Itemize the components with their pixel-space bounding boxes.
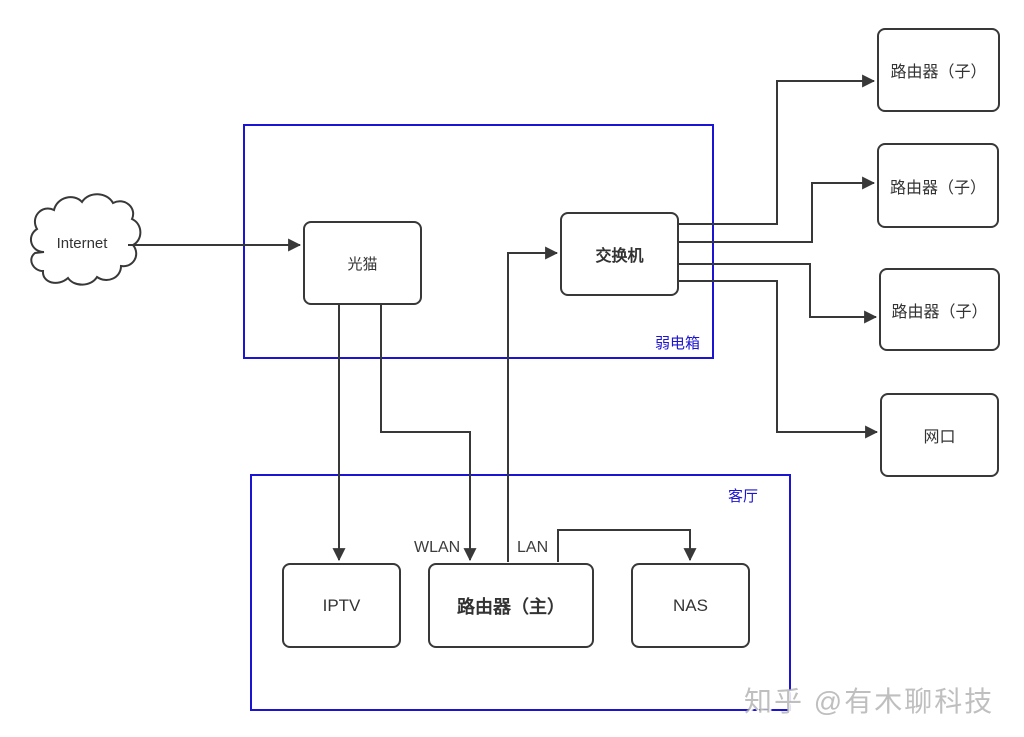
- wire-switch-to-router-sub-3: [675, 263, 878, 324]
- node-switch: 交换机: [560, 212, 679, 296]
- internet-cloud-icon: [29, 193, 142, 286]
- node-iptv: IPTV: [282, 563, 401, 648]
- wire-group: [128, 74, 879, 562]
- node-wall-port: 网口: [880, 393, 999, 477]
- node-router-sub-1: 路由器（子）: [877, 28, 1000, 112]
- wire-switch-to-router-sub-2: [675, 176, 876, 243]
- node-nas: NAS: [631, 563, 750, 648]
- node-modem: 光猫: [303, 221, 422, 305]
- wire-router-main-to-nas: [557, 529, 697, 562]
- region-living-room: 客厅: [250, 474, 791, 711]
- wire-switch-to-router-sub-1: [675, 74, 876, 225]
- lan-label: LAN: [517, 539, 549, 556]
- wire-modem-to-router-main-wlan: [380, 301, 477, 562]
- wire-router-main-lan-to-switch: [507, 246, 559, 562]
- wire-switch-to-wall-port: [675, 280, 879, 439]
- node-router-sub-2: 路由器（子）: [877, 143, 999, 228]
- node-router-sub-3: 路由器（子）: [879, 268, 1000, 351]
- wlan-label: WLAN: [414, 539, 461, 556]
- internet-label: Internet: [56, 235, 108, 252]
- watermark: 知乎 @有木聊科技: [744, 686, 995, 717]
- node-router-main: 路由器（主）: [428, 563, 594, 648]
- region-label-living-room: 客厅: [727, 488, 758, 505]
- region-label-weak-current-box: 弱电箱: [654, 335, 700, 352]
